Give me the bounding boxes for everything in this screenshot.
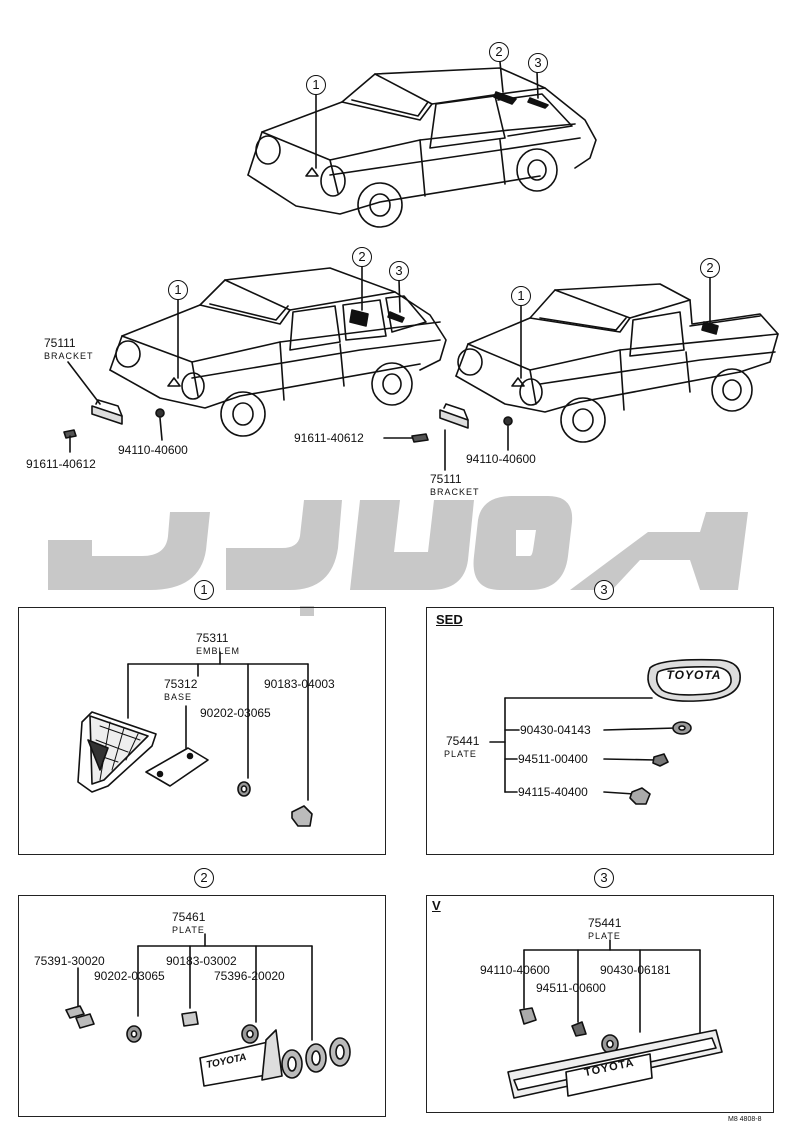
panel3b-nut-part: 94110-40600 (480, 963, 550, 977)
bracket-part-name-left: BRACKET (44, 351, 94, 361)
panel-3-sedan-plate (426, 607, 774, 855)
panel2-washer-part: 90202-03065 (94, 969, 165, 983)
panel1-lines (127, 651, 309, 801)
sed-emblem-drawing (647, 658, 741, 702)
base-part-name: BASE (164, 692, 193, 702)
panel3b-callout: 3 (594, 868, 614, 888)
panel3b-lines (523, 939, 701, 1041)
panel2-plate-name: PLATE (172, 925, 205, 935)
callout-2-pickup: 2 (700, 258, 720, 278)
callout-1-wagon: 1 (168, 280, 188, 300)
panel-3-van-plate (426, 895, 774, 1113)
panel2-lines (77, 933, 313, 1041)
badge-number: 1000 (268, 1030, 270, 1031)
panel3b-variant-tag: V (432, 898, 441, 913)
nut-part-number-right: 94110-40600 (466, 452, 536, 466)
panel3a-plate-name: PLATE (444, 749, 477, 759)
panel2-nut-part: 90183-03002 (166, 954, 237, 968)
base-part-number: 75312 (164, 677, 198, 691)
panel3b-speed-nut-part: 94511-00600 (536, 981, 606, 995)
panel3b-plate-name: PLATE (588, 931, 621, 941)
panel3a-variant-tag: SED (436, 612, 463, 627)
pickup-drawing (455, 283, 779, 443)
bracket-part-number-left: 75111 (44, 336, 76, 350)
screw-part-number-right: 91611-40612 (294, 431, 364, 445)
callout-3-top-car: 3 (528, 53, 548, 73)
panel3a-lines (489, 697, 677, 795)
panel2-callout: 2 (194, 868, 214, 888)
panel3b-washer-part: 90430-06181 (600, 963, 671, 977)
panel3a-clip-part: 94115-40400 (518, 785, 588, 799)
panel2-plate-number: 75461 (172, 910, 206, 924)
callout-1-pickup: 1 (511, 286, 531, 306)
diagram-code: M8 4808-8 (728, 1116, 762, 1123)
panel3a-callout: 3 (594, 580, 614, 600)
panel3a-nut-part: 94511-00400 (518, 752, 588, 766)
panel2-grommet-part: 75396-20020 (214, 969, 285, 983)
callout-2-top-car: 2 (489, 42, 509, 62)
emblem-front-drawing (77, 711, 157, 793)
bracket-part-name-right: BRACKET (430, 487, 480, 497)
panel3b-plate-number: 75441 (588, 916, 622, 930)
callout-2-wagon: 2 (352, 247, 372, 267)
panel3a-plate-number: 75441 (446, 734, 480, 748)
emblem-part-name: EMBLEM (196, 646, 241, 656)
panel3a-washer-part: 90430-04143 (520, 723, 591, 737)
panel-2-plate (18, 895, 386, 1117)
emblem-part-number: 75311 (196, 631, 229, 645)
callout-1-top-car: 1 (306, 75, 326, 95)
v-rear-plate-drawing (507, 1029, 723, 1099)
nut-part-number-left: 94110-40600 (118, 443, 188, 457)
panel1-callout: 1 (194, 580, 214, 600)
bracket-part-number-right: 75111 (430, 472, 462, 486)
watermark-logo (48, 496, 748, 616)
wagon-drawing (109, 267, 447, 437)
panel-1-emblem (18, 607, 386, 855)
sed-emblem-text: TOYOTA (666, 668, 722, 682)
screw-part-number-left: 91611-40612 (26, 457, 96, 471)
panel1-nut-part: 90183-04003 (264, 677, 335, 691)
callout-3-wagon: 3 (389, 261, 409, 281)
top-sedan-drawing (247, 67, 597, 228)
panel2-clip-part: 75391-30020 (34, 954, 105, 968)
panel1-washer-part: 90202-03065 (200, 706, 271, 720)
toyota-1000-badge-drawing (199, 1029, 351, 1087)
